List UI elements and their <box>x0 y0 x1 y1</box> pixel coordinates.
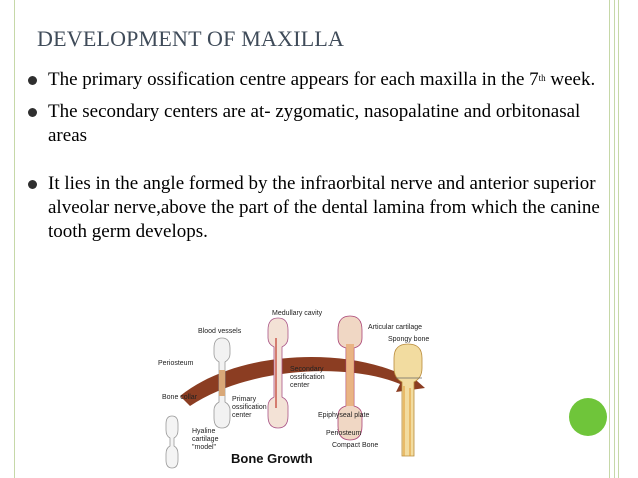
green-circle-icon <box>569 398 607 436</box>
mature-bone-icon <box>393 343 423 457</box>
bone-stage-secondary-icon <box>267 317 289 429</box>
bone-growth-figure: Medullary cavity Blood vessels Articular… <box>150 308 450 473</box>
bullet-item: The primary ossification centre appears … <box>28 68 608 92</box>
label-medullary-cavity: Medullary cavity <box>272 310 323 317</box>
label-blood-vessels: Blood vessels <box>198 328 242 335</box>
bullet-item: The secondary centers are at- zygomatic,… <box>28 100 608 148</box>
label-compact-bone: Compact Bone <box>332 442 379 449</box>
compact-bone-icon <box>403 386 411 456</box>
superscript-th: th <box>538 73 546 83</box>
growth-arrow <box>180 357 425 406</box>
bullet-item: It lies in the angle formed by the infra… <box>28 172 608 244</box>
bone-collar-icon <box>219 370 225 396</box>
left-margin-rule <box>14 0 15 478</box>
bullet-list: The primary ossification centre appears … <box>28 66 608 244</box>
bullet-text: It lies in the angle formed by the infra… <box>48 173 600 242</box>
cartilage-model-icon <box>165 415 179 469</box>
label-periosteum-left: Periosteum <box>158 360 194 367</box>
medullary-cavity-icon <box>346 344 354 406</box>
label-primary-ossification: Primary ossification center <box>232 396 267 419</box>
label-epiphyseal-plate: Epiphyseal plate <box>318 412 370 419</box>
label-articular-cartilage: Articular cartilage <box>368 324 423 331</box>
bullet-text: week. <box>545 69 596 90</box>
bullet-text: The secondary centers are at- zygomatic,… <box>48 101 581 146</box>
figure-caption: Bone Growth <box>231 451 313 466</box>
bone-growth-illustration <box>165 315 425 469</box>
label-secondary-ossification: Secondary ossification center <box>290 366 325 389</box>
label-hyaline-cartilage: Hyaline cartilage "model" <box>192 428 219 451</box>
right-margin-rule <box>609 0 610 478</box>
right-margin-rule <box>614 0 615 478</box>
bullet-text: The primary ossification centre appears … <box>48 69 539 90</box>
bullet-icon <box>28 76 37 85</box>
bullet-icon <box>28 180 37 189</box>
slide-title: DEVELOPMENT OF MAXILLA <box>37 26 345 51</box>
label-periosteum-right: Periosteum <box>326 430 362 437</box>
label-spongy-bone: Spongy bone <box>388 336 430 343</box>
right-margin-rule <box>618 0 619 478</box>
label-bone-collar: Bone collar <box>162 394 198 401</box>
bullet-icon <box>28 108 37 117</box>
